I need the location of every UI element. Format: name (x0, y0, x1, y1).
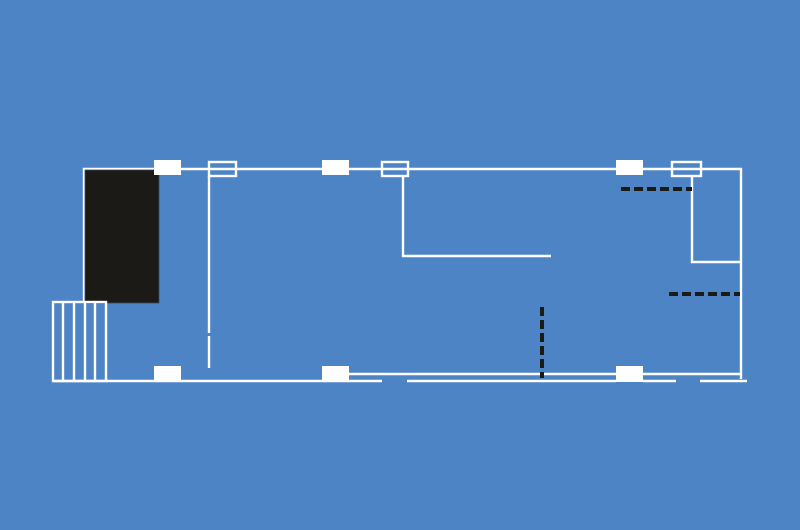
column (616, 160, 643, 175)
exterior-walls (53, 167, 747, 383)
column (616, 366, 643, 382)
column (322, 160, 349, 175)
dashed-partitions (540, 187, 740, 378)
window (207, 160, 238, 178)
partition-right-room (690, 176, 740, 264)
partitions (207, 176, 740, 368)
column (154, 366, 181, 382)
stairs (51, 300, 108, 383)
window (380, 160, 410, 178)
stair-outline (51, 300, 108, 383)
column (322, 366, 349, 382)
stair-treads (61, 302, 97, 381)
top-left-right-wall (82, 167, 743, 379)
columns (154, 160, 643, 382)
window (670, 160, 703, 178)
column (154, 160, 181, 175)
partition-middle (401, 176, 551, 258)
solid-block (84, 169, 160, 304)
windows (207, 160, 703, 178)
